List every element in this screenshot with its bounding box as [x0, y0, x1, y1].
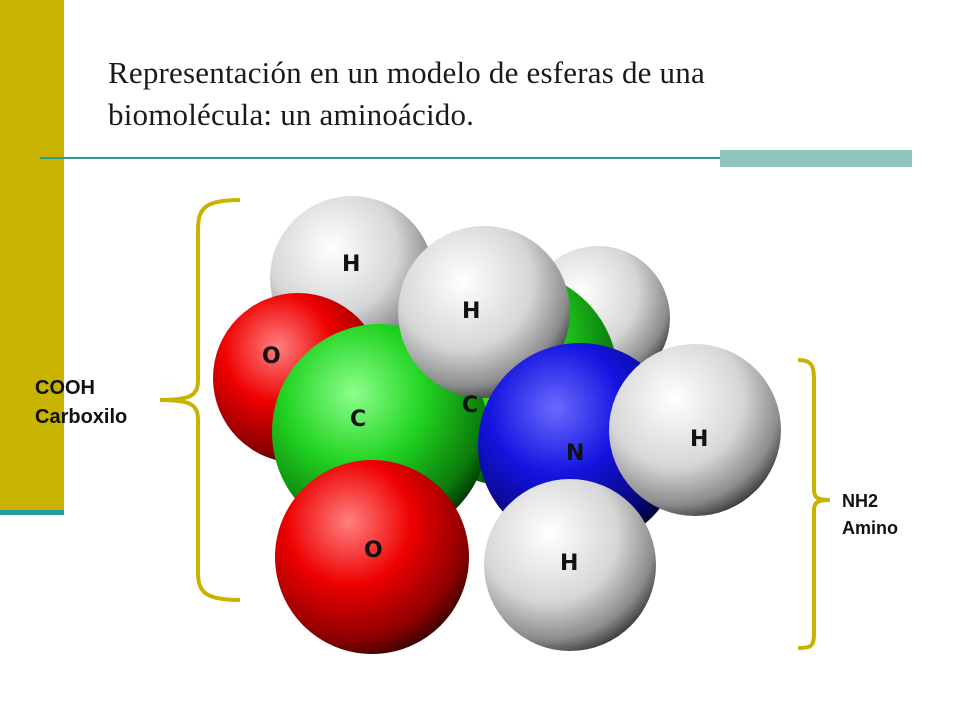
atom-label-c-left: C — [350, 407, 366, 432]
title-divider — [40, 157, 912, 159]
atom-label-h-center: H — [462, 299, 480, 324]
atom-label-h-bottom: H — [560, 551, 578, 576]
accent-bar — [0, 0, 64, 512]
amino-group-label: NH2 Amino — [842, 488, 898, 542]
accent-bar-edge — [0, 510, 64, 515]
atom-label-h-right: H — [690, 427, 708, 452]
carboxyl-name: Carboxilo — [35, 406, 128, 428]
title-line-2: biomolécula: un aminoácido. — [108, 97, 475, 132]
hydrogen-atom-bottom — [484, 479, 656, 651]
title-line-1: Representación en un modelo de esferas d… — [108, 55, 705, 90]
title-divider-accent — [720, 150, 912, 167]
atom-label-n: N — [566, 441, 584, 466]
atom-label-o-bottom: O — [364, 538, 383, 563]
hydrogen-atom-right — [609, 344, 781, 516]
atom-label-c-right: C — [462, 393, 478, 418]
carboxyl-formula: COOH — [35, 377, 95, 399]
atom-label-h-top: H — [342, 252, 360, 277]
page-title: Representación en un modelo de esferas d… — [108, 52, 828, 136]
amino-name: Amino — [842, 518, 898, 538]
carboxyl-group-label: COOH Carboxilo — [35, 374, 127, 432]
oxygen-atom-bottom — [275, 460, 469, 654]
amino-formula: NH2 — [842, 491, 879, 511]
atom-label-o-top: O — [262, 344, 281, 369]
hydrogen-atom-center — [398, 226, 570, 398]
amino-bracket — [797, 358, 831, 650]
carboxyl-bracket — [159, 198, 241, 602]
